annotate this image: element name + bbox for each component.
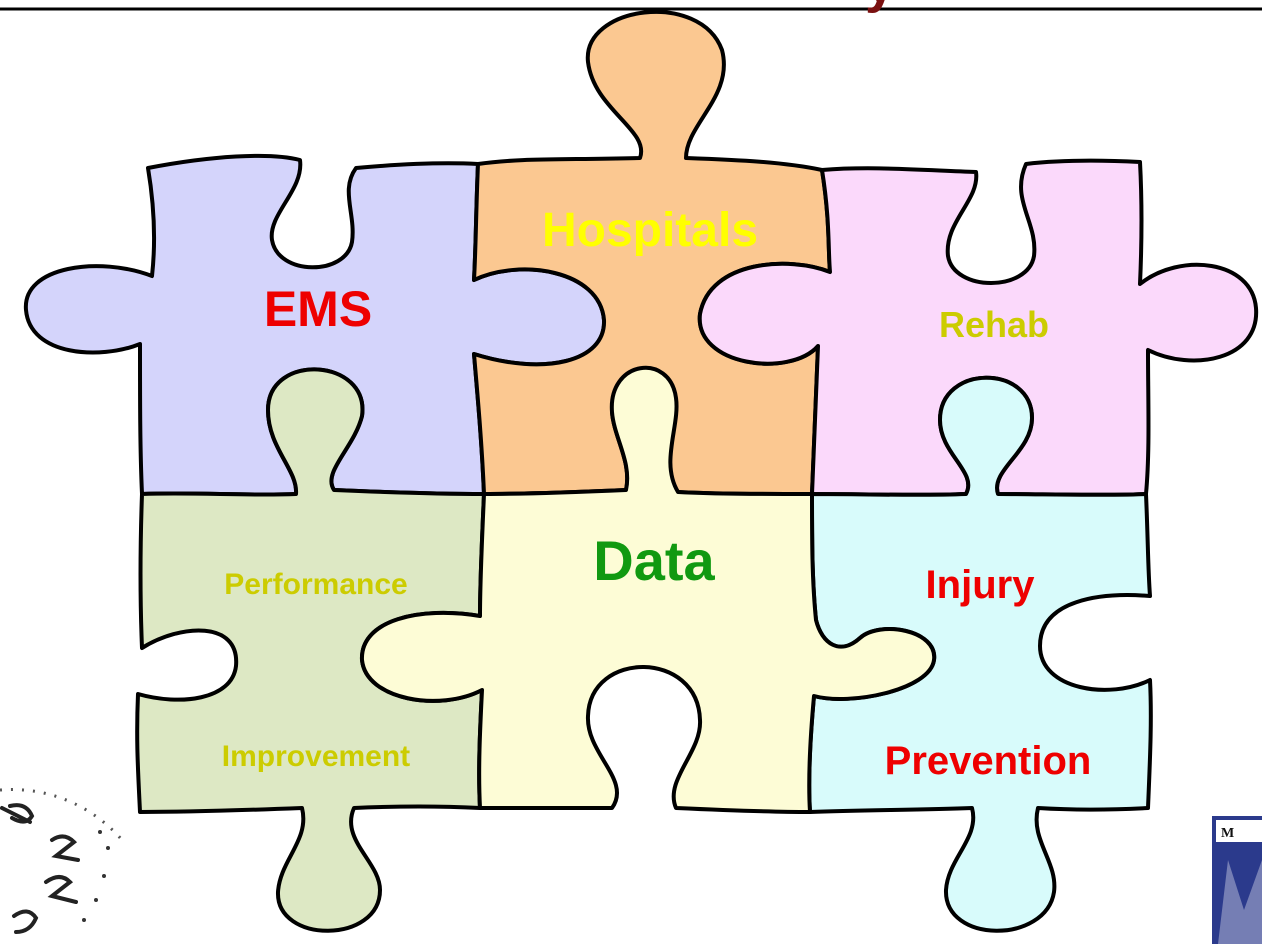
performance-label: Performance xyxy=(224,568,407,601)
title-fragment: y xyxy=(865,0,895,14)
logo-icon: M xyxy=(1212,816,1262,944)
data-label: Data xyxy=(593,529,715,592)
hospitals-label: Hospitals xyxy=(542,204,758,257)
prevention-label: Prevention xyxy=(885,739,1092,783)
improvement-label: Improvement xyxy=(222,740,410,773)
ems-label: EMS xyxy=(264,281,372,337)
logo-letter: M xyxy=(1221,826,1234,841)
rehab-label: Rehab xyxy=(939,304,1049,345)
injury-label: Injury xyxy=(926,563,1036,607)
clock-icon xyxy=(0,779,124,944)
data-piece xyxy=(359,365,937,814)
